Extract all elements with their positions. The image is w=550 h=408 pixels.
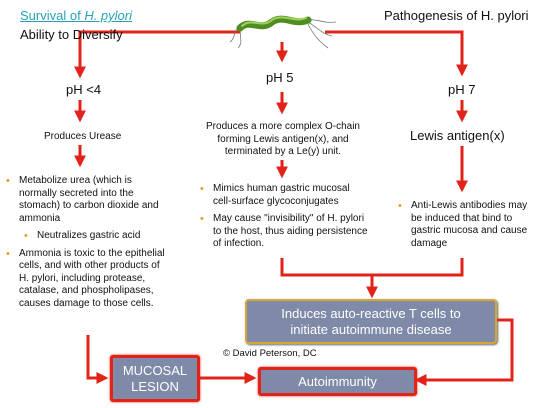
h-pylori-bacterium-icon [229,15,337,49]
arrow-to-ph4 [74,30,240,79]
left-bullet-2: Neutralizes gastric acid [24,230,172,243]
subtitle: Ability to Diversify [20,27,123,42]
survival-link[interactable]: Survival of H. pylori [20,8,132,23]
urease-heading: Produces Urease [44,131,122,142]
arrow-left-to-mucosal [86,335,109,384]
ph7-label: pH 7 [448,82,476,97]
autoreactive-box: Induces auto-reactive T cells to initiat… [245,299,497,344]
right-bullet-1: Anti-Lewis antibodies may be induced tha… [398,200,528,250]
ochain-heading: Produces a more complex O-chain forming … [206,121,360,157]
middle-bullets: Mimics human gastric mucosal cell-surfac… [200,183,370,256]
credit: © David Peterson, DC [223,348,317,359]
left-bullet-1: Metabolize urea (which is normally secre… [6,175,172,225]
right-bullets: Anti-Lewis antibodies may be induced tha… [398,200,528,255]
autoreactive-text: Induces auto-reactive T cells to initiat… [281,305,461,337]
arrow-autoreactive-to-autoimmunity [414,318,514,386]
ph4-label: pH <4 [66,82,102,97]
pathogenesis-title: Pathogenesis of H. pylori [384,8,529,23]
middle-bullet-2: May cause "invisibility" of H. pylori to… [200,213,370,251]
autoimmunity-box: Autoimmunity [258,367,417,396]
lewis-heading: Lewis antigen(x) [410,128,505,143]
title-prefix: Survival of [20,8,85,23]
autoimmunity-text: Autoimmunity [298,374,377,389]
left-bullet-3: Ammonia is toxic to the epithelial cells… [6,248,172,311]
mucosal-lesion-box: MUCOSAL LESION [110,355,200,402]
arrow-to-ph7 [325,30,468,77]
left-bullets: Metabolize urea (which is normally secre… [6,175,172,315]
ph5-label: pH 5 [266,70,294,85]
middle-bullet-1: Mimics human gastric mucosal cell-surfac… [200,183,370,208]
arrow-merge-line [280,258,464,277]
title-italic: H. pylori [84,8,132,23]
mucosal-lesion-text: MUCOSAL LESION [122,362,188,394]
